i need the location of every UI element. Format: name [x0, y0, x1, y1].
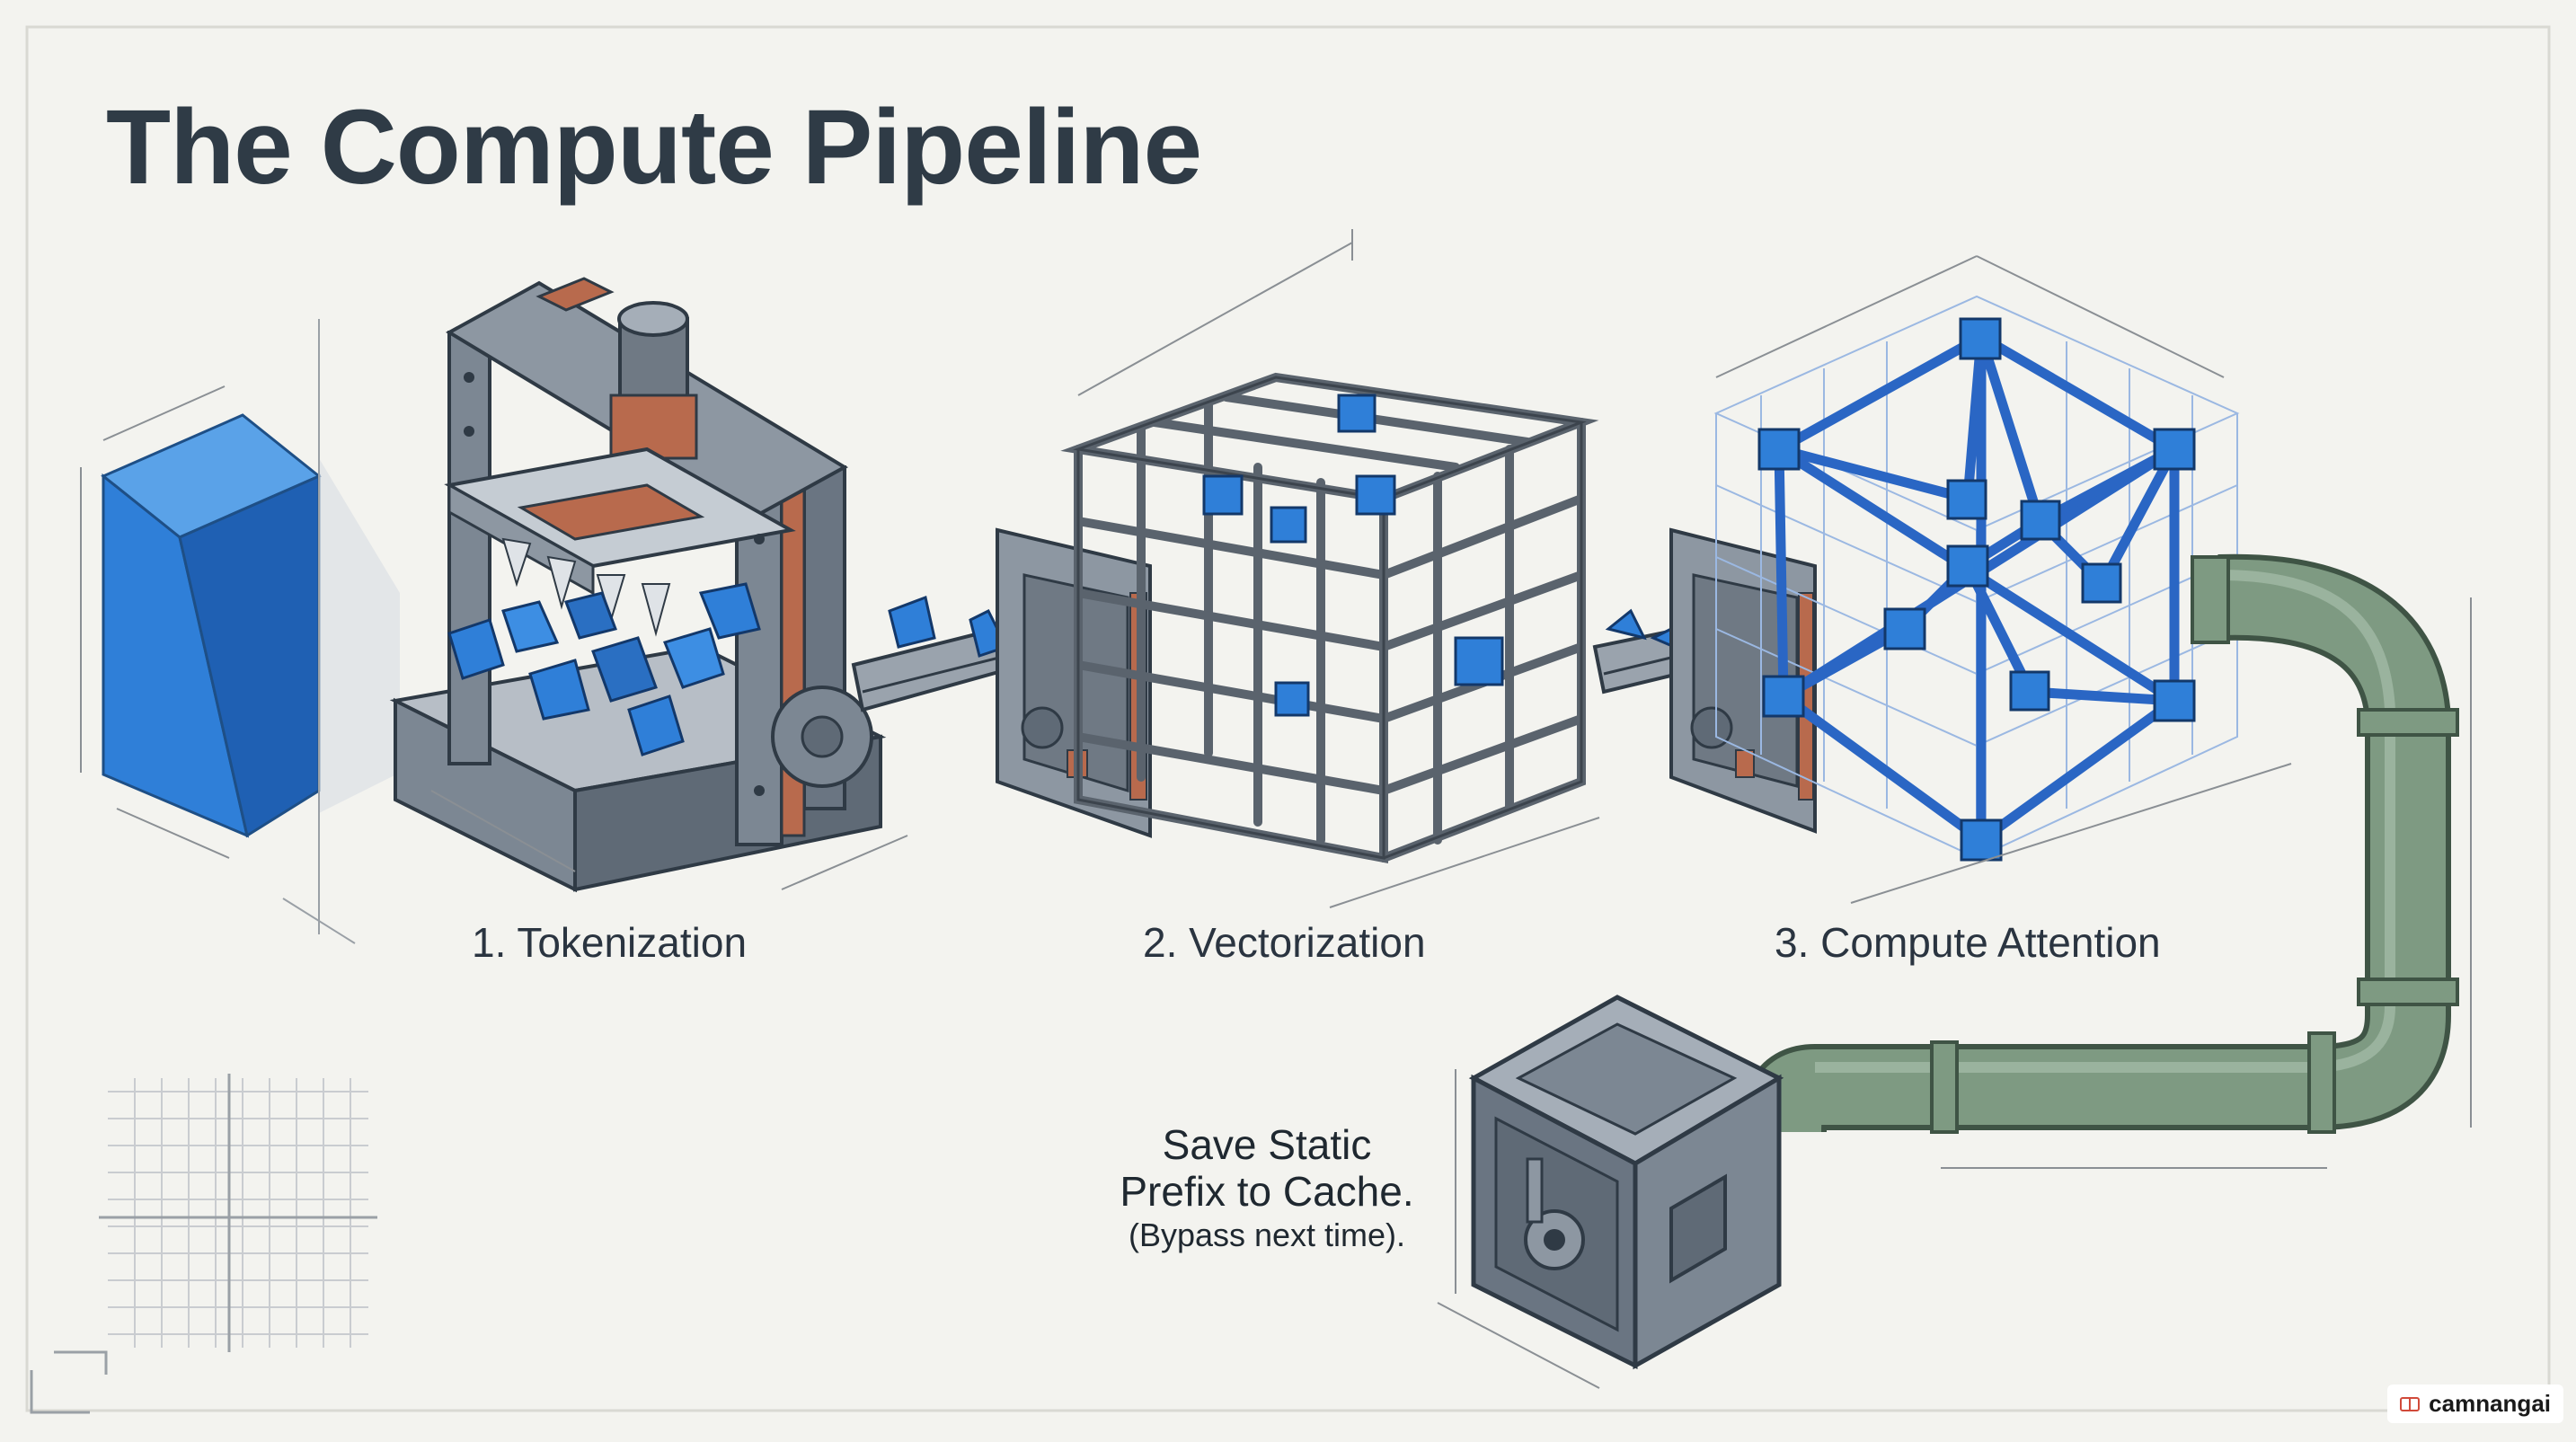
stage-label-vectorization: 2. Vectorization — [1143, 919, 1426, 966]
vector-lattice — [1060, 372, 1599, 864]
tokenizer-press — [389, 277, 887, 893]
cache-caption-line-1: Save Static — [1162, 1121, 1372, 1168]
page-title: The Compute Pipeline — [106, 88, 1202, 207]
vector-lattice-outline — [1073, 376, 1587, 860]
cache-caption-note: (Bypass next time). — [1128, 1216, 1406, 1253]
book-icon — [2400, 1396, 2421, 1411]
cache-caption-line-2: Prefix to Cache. — [1120, 1168, 1414, 1215]
corner-grid — [108, 1078, 368, 1348]
attention-nodes — [1757, 317, 2196, 862]
stage-label-tokenization: 1. Tokenization — [472, 919, 748, 966]
corner-grid-axes — [99, 1074, 377, 1352]
cache-pipe — [1740, 553, 2459, 1134]
watermark-badge: camnangai — [2387, 1384, 2563, 1423]
cache-caption: Save Static Prefix to Cache. (Bypass nex… — [1060, 1121, 1474, 1256]
cache-vault — [1437, 995, 1784, 1389]
page-frame — [25, 25, 2551, 1412]
dimension-lines — [430, 229, 2472, 1169]
watermark-text: camnangai — [2429, 1390, 2551, 1417]
stage-label-compute-attention: 3. Compute Attention — [1775, 919, 2161, 966]
vector-tokens — [1202, 394, 1504, 717]
input-block — [80, 319, 400, 944]
corner-bracket-inner — [54, 1350, 108, 1375]
corner-bracket — [30, 1370, 90, 1414]
